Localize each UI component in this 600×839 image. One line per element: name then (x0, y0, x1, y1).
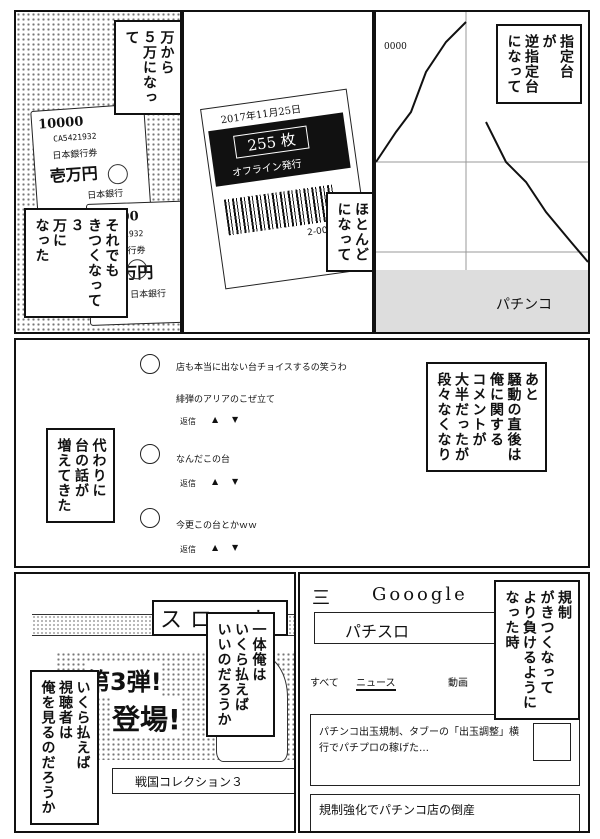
caption-machine-talk: 代わりに 台の話が 増えてきた (46, 428, 115, 523)
caption-how-much: 一体俺は いくら払えば いいのだろうか (206, 612, 275, 737)
thumbs-up-icon[interactable]: ▲ (212, 543, 219, 552)
thumbs-down-icon[interactable]: ▼ (232, 543, 239, 552)
banknote-issuer: 日本銀行 (86, 188, 124, 202)
tab-news[interactable]: ニュース (356, 674, 396, 691)
result-thumbnail (533, 723, 571, 761)
reply-button[interactable]: 返信 (180, 545, 196, 554)
search-result[interactable]: 規制強化でパチンコ店の倒産 (310, 794, 580, 831)
menu-icon[interactable]: 三 (312, 588, 330, 609)
result-title: 規制強化でパチンコ店の倒産 (319, 803, 476, 817)
machine-label: パチンコ (496, 297, 552, 313)
ticket-count: 255 枚 (233, 125, 310, 159)
game-title: 戦国コレクション３ (135, 775, 244, 789)
tab-all[interactable]: すべて (310, 678, 339, 689)
comment-text: 店も本当に出ない台チョイスするの笑うわ (176, 363, 347, 373)
search-brand: Gooogle (372, 584, 468, 605)
comment-text: 今更この台とかｗｗ (176, 521, 258, 531)
comment-text: なんだこの台 (176, 455, 231, 465)
panel-ticket: 2017年11月25日 255 枚 オフライン発行 2-0010 負けるこ とが… (182, 10, 374, 334)
game-title-bar: 戦国コレクション３ (112, 768, 294, 794)
panel-money: 10000 CA5421932 日本銀行券 壱万円 日本銀行 10000 CA5… (14, 10, 182, 334)
comment-text: 緋弾のアリアのこぜ立て (176, 395, 276, 405)
reply-button[interactable]: 返信 (180, 417, 196, 426)
tab-video[interactable]: 動画 (448, 678, 468, 689)
thumbs-up-icon[interactable]: ▲ (212, 477, 219, 486)
panel-graph: 0000 パチンコ 指定台 が 逆指定台 になって (374, 10, 590, 334)
thumbs-down-icon[interactable]: ▼ (232, 415, 239, 424)
caption-losing: 負けるこ とが ほとんど になって (326, 192, 372, 272)
caption-expense: 実戦費が ５７ 万から ５万になっ て (114, 20, 180, 115)
search-query: パチスロ (345, 622, 410, 641)
avatar-icon (140, 508, 160, 528)
thumbs-up-icon[interactable]: ▲ (212, 415, 219, 424)
panel-slot-page: スロット 第3弾! 登場! 戦国コレクション３ いくら払えば 視聴者は 俺を見る… (14, 572, 296, 833)
graph-label: 0000 (384, 42, 407, 52)
slot-graph (376, 12, 588, 332)
caption-comments-faded: あと 騒動の直後は 俺に関する コメントが 大半だったが 段々なくなり (426, 362, 547, 472)
search-result[interactable]: パチンコ出玉規制、タブーの「出玉調整」横行でパチプロの稼げた… (310, 714, 580, 786)
banknote-value: 壱万円 (49, 163, 99, 186)
banknote-issuer: 日本銀行 (129, 289, 167, 301)
caption-regulation: 規制 がきつくなって より負けるように なった時 (494, 580, 580, 720)
banknote-seal (107, 163, 129, 185)
caption-reverse-seat: 指定台 が 逆指定台 になって (496, 24, 582, 104)
reply-button[interactable]: 返信 (180, 479, 196, 488)
avatar-icon (140, 354, 160, 374)
result-title: パチンコ出玉規制、タブーの「出玉調整」横行でパチプロの稼げた… (319, 727, 519, 754)
panel-search: 三 Gooogle パチスロ すべて ニュース 動画 パチンコ出玉規制、タブーの… (298, 572, 590, 833)
thumbs-down-icon[interactable]: ▼ (232, 477, 239, 486)
caption-viewers: いくら払えば 視聴者は 俺を見るのだろうか (30, 670, 99, 825)
promo-headline: 第3弾! (86, 662, 162, 697)
caption-expense-reduced: それでも きつくなって ３ 万に なった (24, 208, 128, 318)
ticket-label: オフライン発行 (231, 158, 303, 180)
avatar-icon (140, 444, 160, 464)
banknote-serial: CA5421932 (52, 131, 97, 144)
banknote-number: 10000 (37, 114, 84, 133)
promo-subheadline: 登場! (112, 698, 181, 738)
panel-comments: 店も本当に出ない台チョイスするの笑うわ 緋弾のアリアのこぜ立て 返信 ▲ ▼ な… (14, 338, 590, 568)
